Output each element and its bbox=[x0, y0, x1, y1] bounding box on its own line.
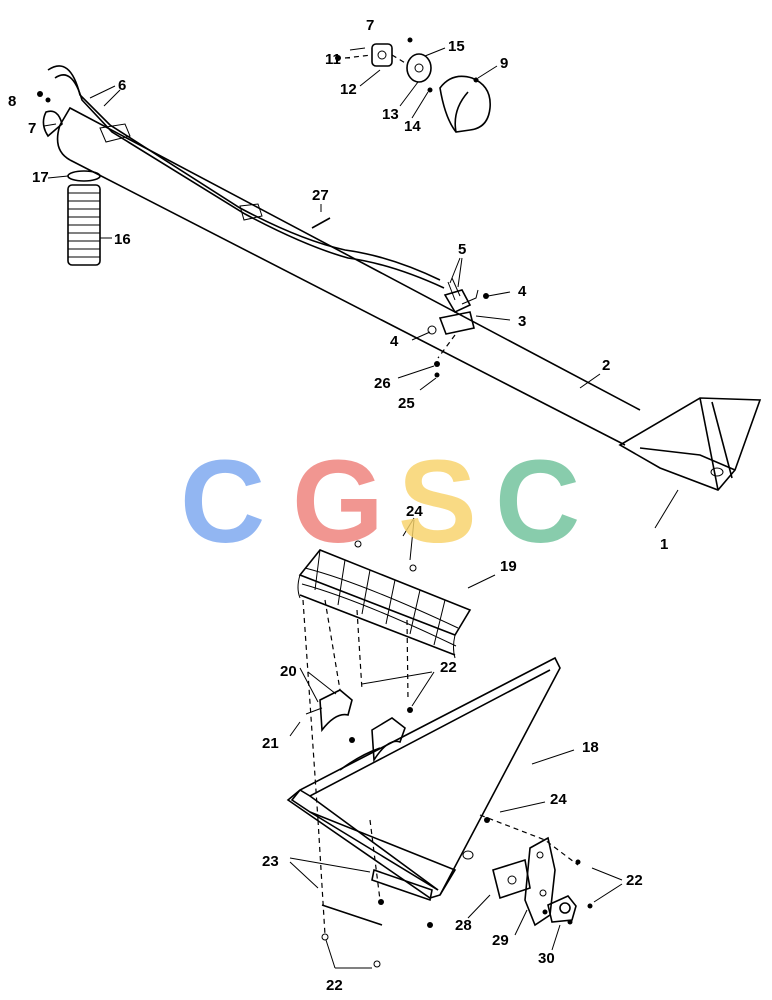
callout-5: 5 bbox=[458, 241, 466, 258]
callout-7-left: 7 bbox=[28, 120, 36, 137]
callout-2: 2 bbox=[602, 357, 610, 374]
callout-15: 15 bbox=[448, 38, 465, 55]
callout-numbers: 1 2 3 4 4 5 6 7 7 8 9 11 12 13 14 15 16 … bbox=[8, 17, 668, 994]
leader-lines bbox=[43, 47, 679, 969]
watermark-letter-4: C bbox=[495, 436, 580, 568]
hopper-assembly bbox=[286, 540, 593, 968]
callout-8: 8 bbox=[8, 93, 16, 110]
discharge-tube-assembly bbox=[37, 37, 762, 491]
watermark-letter-2: G bbox=[292, 436, 384, 568]
callout-4-lower: 4 bbox=[390, 333, 399, 350]
callout-20: 20 bbox=[280, 663, 297, 680]
callout-25: 25 bbox=[398, 395, 415, 412]
callout-1: 1 bbox=[660, 536, 668, 553]
callout-24-right: 24 bbox=[550, 791, 567, 808]
callout-16: 16 bbox=[114, 231, 131, 248]
callout-6: 6 bbox=[118, 77, 126, 94]
callout-22-middle: 22 bbox=[440, 659, 457, 676]
callout-22-bottom: 22 bbox=[326, 977, 343, 994]
callout-11: 11 bbox=[325, 51, 341, 68]
callout-3: 3 bbox=[518, 313, 526, 330]
grate bbox=[297, 540, 472, 659]
callout-26: 26 bbox=[374, 375, 391, 392]
callout-13: 13 bbox=[382, 106, 399, 123]
upper-bearing-group bbox=[335, 37, 491, 133]
callout-14: 14 bbox=[404, 118, 421, 135]
callout-9: 9 bbox=[500, 55, 508, 72]
callout-24-top: 24 bbox=[406, 503, 423, 520]
callout-18: 18 bbox=[582, 739, 599, 756]
watermark-letter-1: C bbox=[180, 436, 265, 568]
callout-19: 19 bbox=[500, 558, 517, 575]
callout-4-upper: 4 bbox=[518, 283, 527, 300]
flex-spout bbox=[67, 184, 101, 266]
callout-29: 29 bbox=[492, 932, 509, 949]
callout-7-top: 7 bbox=[366, 17, 374, 34]
callout-30: 30 bbox=[538, 950, 555, 967]
callout-21: 21 bbox=[262, 735, 279, 752]
callout-17: 17 bbox=[32, 169, 49, 186]
callout-23: 23 bbox=[262, 853, 279, 870]
callout-22-right: 22 bbox=[626, 872, 643, 889]
watermark-letter-3: S bbox=[398, 436, 477, 568]
watermark: C G S C bbox=[180, 436, 580, 568]
callout-12: 12 bbox=[340, 81, 357, 98]
callout-28: 28 bbox=[455, 917, 472, 934]
callout-27: 27 bbox=[312, 187, 329, 204]
